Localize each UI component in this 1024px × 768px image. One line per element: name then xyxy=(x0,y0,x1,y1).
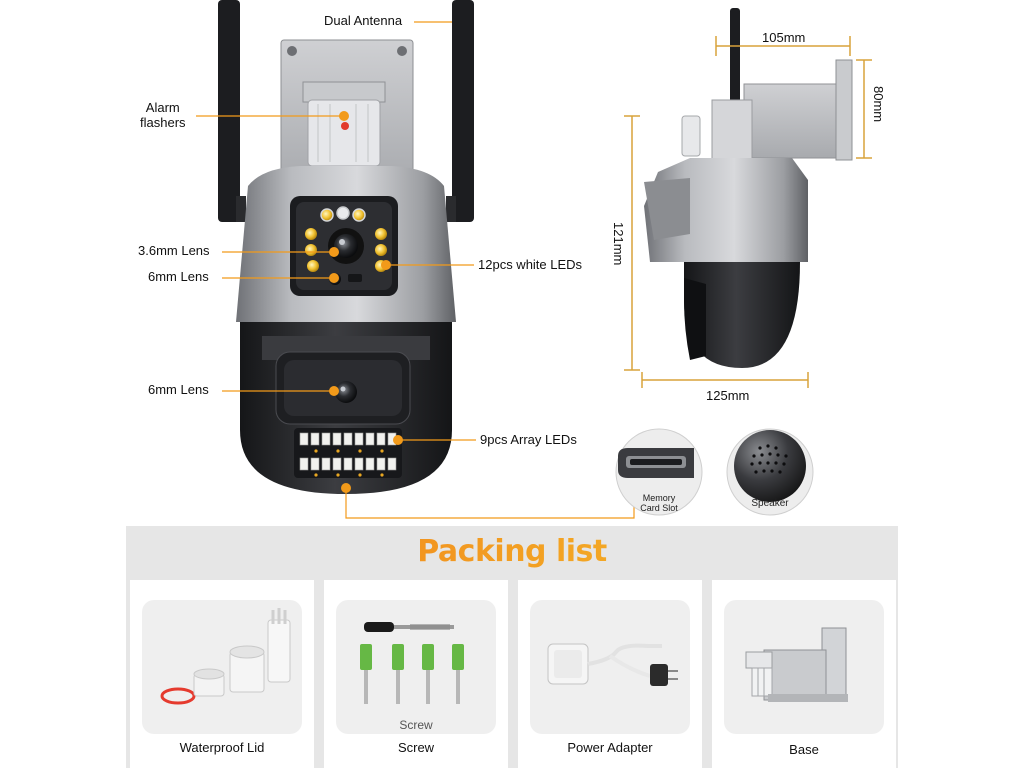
screw-image-caption: Screw xyxy=(399,718,433,732)
array-led-panel xyxy=(294,428,402,478)
front-camera xyxy=(218,0,474,494)
height-body-label: 121mm xyxy=(611,222,626,266)
white-leds-label: 12pcs white LEDs xyxy=(478,257,583,272)
packing-list-section: Packing list Waterproof Lid xyxy=(126,526,898,768)
base-image xyxy=(724,600,884,734)
memory-card-thumbnail xyxy=(615,428,703,516)
lens-6mm-top-label: 6mm Lens xyxy=(148,269,209,284)
speaker-thumbnail xyxy=(726,428,814,516)
white-led-array xyxy=(305,206,387,272)
lens-36mm-label: 3.6mm Lens xyxy=(138,243,210,258)
side-camera xyxy=(644,8,853,368)
packing-item-base: Base xyxy=(712,580,896,768)
packing-list-title: Packing list xyxy=(126,534,898,569)
packing-item-waterproof-lid: Waterproof Lid xyxy=(130,580,314,768)
packing-item-label: Power Adapter xyxy=(567,740,653,755)
packing-item-label: Waterproof Lid xyxy=(179,740,265,755)
packing-item-power-adapter: Power Adapter xyxy=(518,580,702,768)
lens-6mm-bottom-label: 6mm Lens xyxy=(148,382,209,397)
alarm-flashers-line2: flashers xyxy=(140,114,186,130)
memory-card-caption: Memory Card Slot xyxy=(624,493,694,514)
dual-antenna-label: Dual Antenna xyxy=(324,13,403,28)
waterproof-lid-image xyxy=(142,600,302,734)
array-leds xyxy=(299,432,397,471)
height-mount-label: 80mm xyxy=(871,86,886,123)
packing-item-label: Screw xyxy=(397,740,435,755)
array-leds-label: 9pcs Array LEDs xyxy=(480,432,577,447)
speaker-caption: Speaker xyxy=(751,498,789,509)
memory-caption-line1: Memory xyxy=(642,493,676,503)
alarm-flashers-line1: Alarm xyxy=(145,100,180,115)
width-bottom-label: 125mm xyxy=(706,388,750,403)
alarm-flasher-red xyxy=(341,122,349,130)
side-wall-bracket xyxy=(743,83,841,159)
right-antenna xyxy=(452,0,474,222)
packing-item-screw: Screw Screw xyxy=(324,580,508,768)
left-antenna xyxy=(218,0,240,222)
memory-caption-line2: Card Slot xyxy=(640,502,678,513)
callout-dots xyxy=(329,111,403,493)
alarm-flashers-label: Alarm flashers xyxy=(140,100,186,131)
power-adapter-image xyxy=(530,600,690,734)
lens-6mm-lower xyxy=(335,381,357,403)
packing-item-label: Base xyxy=(789,742,819,757)
dimension-lines xyxy=(624,36,872,388)
side-lower-dome xyxy=(684,262,800,368)
width-top-label: 105mm xyxy=(762,30,806,45)
screw-image: Screw xyxy=(336,600,496,734)
